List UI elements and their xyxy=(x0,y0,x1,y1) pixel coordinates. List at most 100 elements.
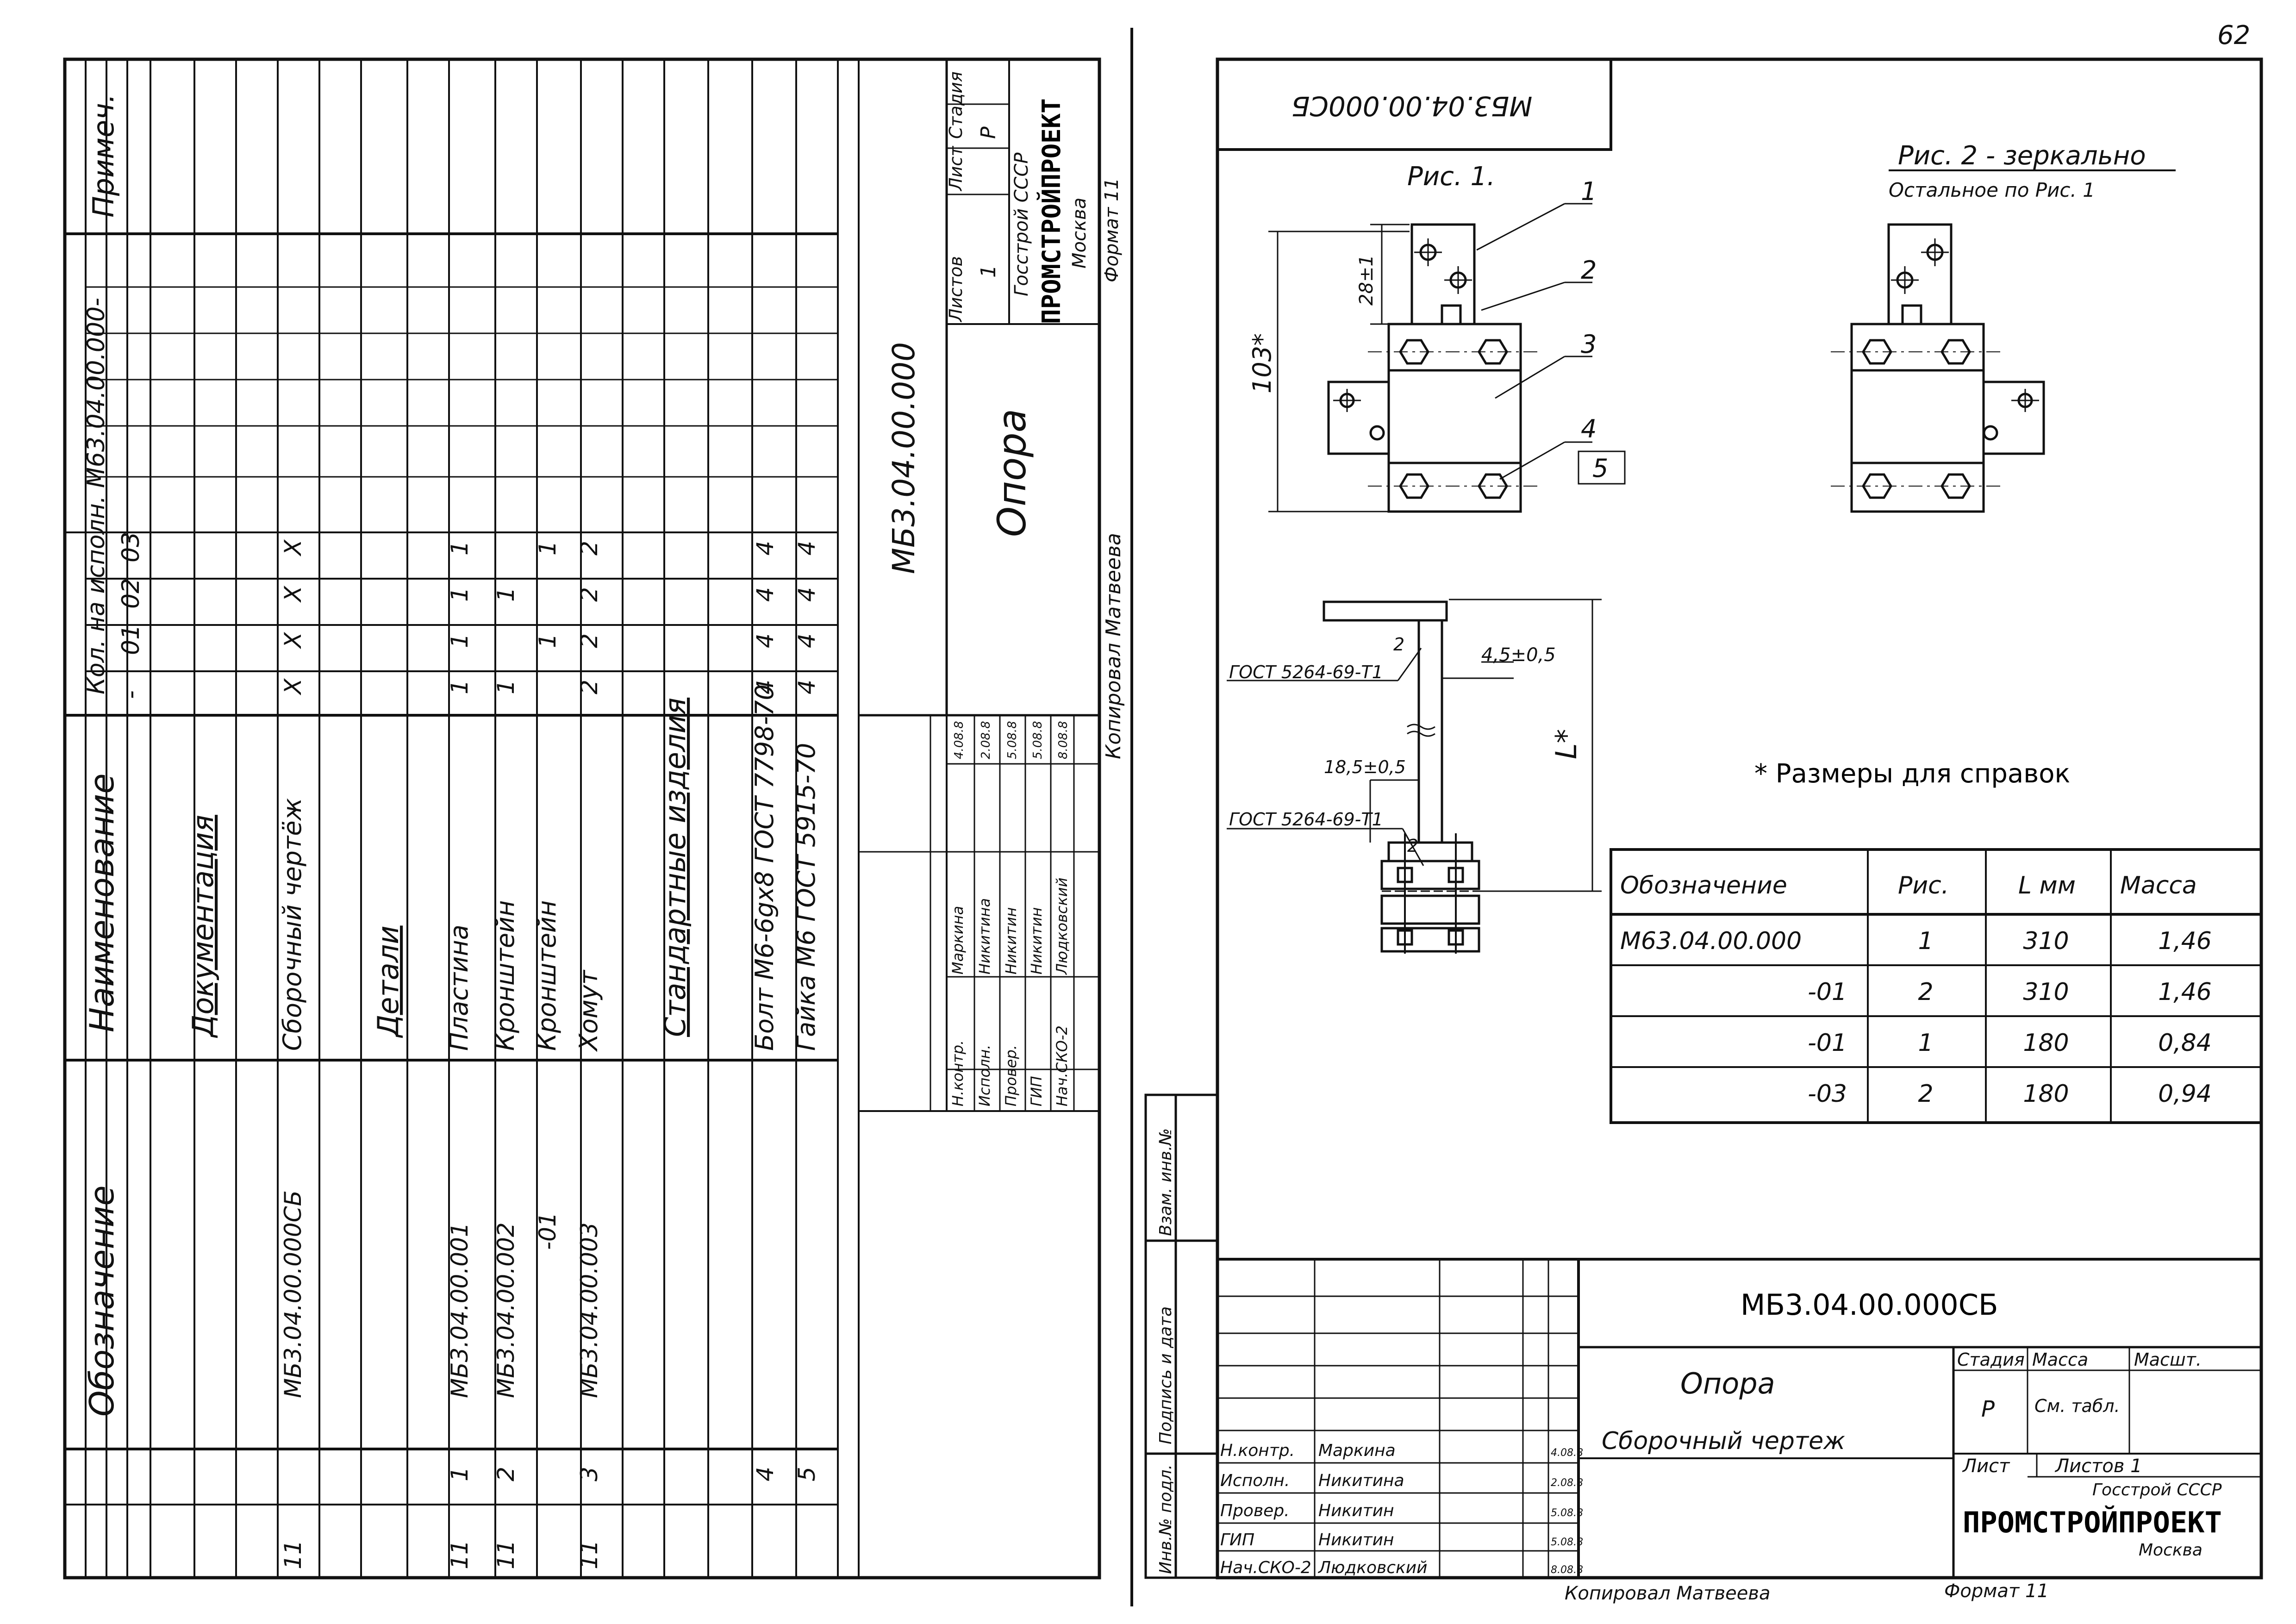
spec-qty: X xyxy=(280,678,306,696)
spec-oboz: МБ3.04.00.003 xyxy=(576,1222,603,1398)
drawing-signer-date: 5.08.8 xyxy=(1551,1537,1583,1548)
spec-signer-role: Провер. xyxy=(1002,1045,1020,1106)
fig1-leaders xyxy=(1476,203,1626,485)
title-listov: Листов 1 xyxy=(2054,1455,2142,1477)
spec-naim: Хомут xyxy=(574,969,603,1052)
spec-stadia: Стадия xyxy=(946,71,966,139)
drawing-signer-role: ГИП xyxy=(1220,1530,1254,1549)
variant-table-cell: -01 xyxy=(1808,978,1847,1006)
variant-table-header: Рис. xyxy=(1898,872,1949,899)
variant-table-cell: 2 xyxy=(1918,1080,1933,1108)
spec-title-block xyxy=(858,58,1099,1578)
leader-4: 4 xyxy=(1581,414,1597,443)
spec-signer-date: 8.08.8 xyxy=(1056,721,1070,759)
assembly-drawing: МБ3.04.00.000СБ Рис. 1. Рис. 2 - зеркаль… xyxy=(1144,57,2263,1604)
spec-qty: 4 xyxy=(793,587,820,602)
spec-naim: Документация xyxy=(186,815,220,1038)
variant-table-cell: 0,84 xyxy=(2158,1029,2212,1057)
title-org1: Госстрой СССР xyxy=(2092,1480,2222,1499)
spec-qty: 2 xyxy=(576,633,603,648)
spec-oboz: МБ3.04.00.001 xyxy=(446,1222,473,1398)
spec-naim: Детали xyxy=(371,925,405,1038)
spec-signer-name: Маркина xyxy=(949,906,967,974)
spec-qty: 4 xyxy=(752,680,779,694)
dim-L: L* xyxy=(1549,729,1583,759)
gost-1: ГОСТ 5264-69-Т1 xyxy=(1229,662,1383,682)
drawing-signer-date: 8.08.8 xyxy=(1551,1564,1583,1576)
dim-28: 28±1 xyxy=(1356,255,1377,306)
title-massa: Масса xyxy=(2032,1349,2088,1370)
spec-grid xyxy=(65,59,839,1578)
title-copied: Копировал Матвеева xyxy=(1565,1583,1770,1604)
title-code: МБ3.04.00.000СБ xyxy=(1741,1288,1998,1322)
spec-signer-date: 4.08.8 xyxy=(952,721,966,759)
fig1-dimensions xyxy=(1268,224,1410,512)
title-format: Формат 11 xyxy=(1944,1580,2049,1602)
header-prim: Примеч. xyxy=(87,94,120,218)
leader-1: 1 xyxy=(1581,177,1597,206)
spec-signer-role: Исполн. xyxy=(976,1044,993,1106)
spec-naim: Гайка М6 ГОСТ 5915-70 xyxy=(792,743,821,1051)
spec-border xyxy=(63,57,1101,1580)
spec-qty: 4 xyxy=(793,541,820,556)
spec-qty: 1 xyxy=(446,587,473,602)
leader-2: 2 xyxy=(1581,256,1597,285)
weld-a: 2 xyxy=(1393,634,1404,655)
spec-signer-name: Никитина xyxy=(976,898,993,974)
spec-signer-role: Н.контр. xyxy=(949,1040,967,1106)
drawing-signer-role: Нач.СКО-2 xyxy=(1220,1558,1311,1577)
variant-table-cell: 2 xyxy=(1918,978,1933,1006)
dim-103: 103* xyxy=(1248,333,1277,394)
spec-qty: 1 xyxy=(446,541,473,556)
stamp-code: МБ3.04.00.000СБ xyxy=(1292,90,1533,122)
spec-signers: Н.контр.Маркина4.08.8Исполн.Никитина2.08… xyxy=(949,721,1071,1106)
variant-table-cell: 180 xyxy=(2023,1029,2069,1057)
title-name: Опора xyxy=(1680,1367,1775,1400)
spec-qty: 1 xyxy=(534,633,561,648)
variant-table-cell: 1,46 xyxy=(2158,927,2212,955)
side-strip xyxy=(1144,1093,1219,1579)
drawing-signer-date: 4.08.8 xyxy=(1551,1447,1583,1459)
header-kol: Кол. на исполн. М63.04.00.000- xyxy=(82,298,110,694)
spec-naim: Кронштейн xyxy=(532,900,562,1051)
variant-1: 01 xyxy=(117,625,145,655)
variant-table-cell: 1 xyxy=(1918,927,1933,955)
fig2-title: Рис. 2 - зеркально xyxy=(1898,141,2146,171)
drawing-signer-name: Никитина xyxy=(1318,1471,1404,1490)
gost-2: ГОСТ 5264-69-Т1 xyxy=(1229,809,1383,830)
title-org3: Москва xyxy=(2139,1541,2202,1560)
spec-signer-name: Никитин xyxy=(1028,907,1045,974)
spec-qty: 1 xyxy=(446,680,473,694)
drawing-signer-name: Маркина xyxy=(1318,1441,1396,1460)
drawing-signer-date: 2.08.8 xyxy=(1551,1477,1583,1489)
side-label-inv: Инв.№ подл. xyxy=(1156,1464,1175,1574)
spec-org3: Москва xyxy=(1069,198,1090,269)
spec-signer-date: 5.08.8 xyxy=(1005,721,1019,759)
title-list: Лист xyxy=(1962,1455,2010,1477)
variant-table-header: L мм xyxy=(2018,872,2076,899)
stamp-box xyxy=(1216,58,1612,151)
spec-org1: Госстрой СССР xyxy=(1011,152,1032,296)
drawing-title-block xyxy=(1217,1258,2261,1578)
spec-oboz: МБ3.04.00.000СБ xyxy=(280,1190,306,1398)
drawing-signer-role: Провер. xyxy=(1220,1501,1290,1520)
weld-b: 2 xyxy=(1407,836,1418,856)
spec-oboz: -01 xyxy=(534,1212,561,1250)
spec-signer-role: ГИП xyxy=(1028,1076,1045,1106)
header-naim: Наименование xyxy=(82,773,121,1032)
variant-table-cell: -01 xyxy=(1808,1029,1847,1057)
header-oboz: Обозначение xyxy=(82,1185,121,1417)
fig1-top-view xyxy=(1327,223,1541,513)
variant-table-cell: 0,94 xyxy=(2158,1080,2212,1108)
title-org2: ПРОМСТРОЙПРОЕКТ xyxy=(1963,1505,2222,1539)
side-view-dimensions xyxy=(1227,599,1602,892)
side-view xyxy=(1323,600,1481,954)
spec-naim: Болт М6-6gx8 ГОСТ 7798-70 xyxy=(750,684,779,1051)
spec-signer-name: Людковский xyxy=(1053,878,1071,975)
spec-fmt: 11 xyxy=(493,1540,519,1569)
spec-fmt: 11 xyxy=(446,1540,473,1569)
title-subname: Сборочный чертеж xyxy=(1602,1427,1845,1455)
title-stadia: Стадия xyxy=(1957,1349,2025,1370)
spec-naim: Кронштейн xyxy=(491,900,520,1051)
